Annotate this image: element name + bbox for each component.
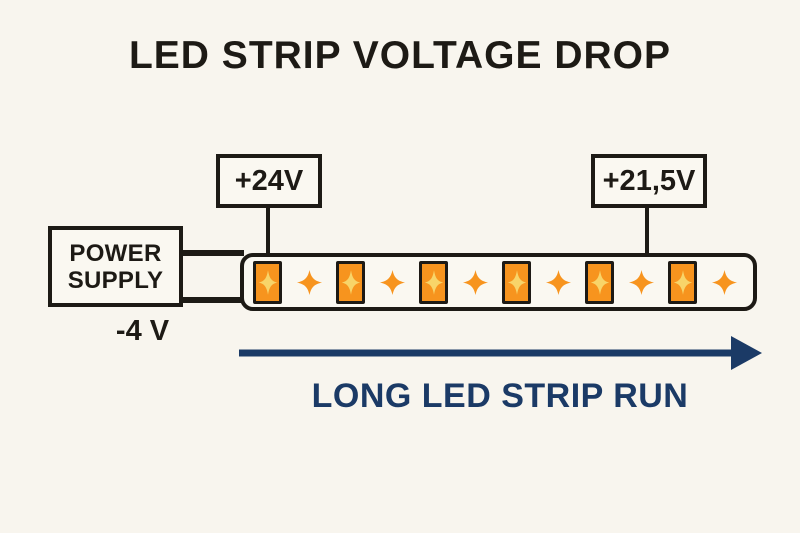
start-voltage-label: +24V xyxy=(234,164,304,197)
led-chip-icon xyxy=(502,260,532,304)
power-supply-box: POWER SUPPLY xyxy=(48,226,183,307)
end-voltage-label: +21,5V xyxy=(602,164,696,197)
led-chip-icon xyxy=(336,260,366,304)
led-chip-icon xyxy=(668,260,698,304)
end-voltage-connector xyxy=(645,205,649,257)
wire-top xyxy=(181,250,244,256)
led-strip xyxy=(240,253,757,311)
chip-sparkle-icon xyxy=(341,269,360,295)
power-supply-label-line1: POWER xyxy=(69,239,162,267)
glow-star-icon xyxy=(711,269,737,295)
glow-star-icon xyxy=(628,269,654,295)
chip-sparkle-icon xyxy=(258,269,277,295)
glow-star-icon xyxy=(545,269,571,295)
power-supply-label: POWER SUPPLY xyxy=(68,240,164,294)
led-chip-icon xyxy=(419,260,449,304)
run-label: LONG LED STRIP RUN xyxy=(311,376,689,415)
page-title: LED STRIP VOLTAGE DROP xyxy=(128,34,672,77)
led-chip-icon xyxy=(585,260,615,304)
glow-star-icon xyxy=(379,269,405,295)
glow-star-icon xyxy=(296,269,322,295)
chip-sparkle-icon xyxy=(590,269,609,295)
voltage-drop-label: -4 V xyxy=(115,314,170,347)
direction-arrow-icon xyxy=(239,336,762,370)
power-supply-label-line2: SUPPLY xyxy=(67,266,164,294)
glow-star-icon xyxy=(462,269,488,295)
chip-sparkle-icon xyxy=(424,269,443,295)
wire-bottom xyxy=(181,297,244,303)
start-voltage-box: +24V xyxy=(216,154,322,208)
led-chip-icon xyxy=(253,260,282,304)
end-voltage-box: +21,5V xyxy=(591,154,707,208)
chip-sparkle-icon xyxy=(507,269,526,295)
start-voltage-connector xyxy=(266,205,270,257)
chip-sparkle-icon xyxy=(673,269,693,295)
